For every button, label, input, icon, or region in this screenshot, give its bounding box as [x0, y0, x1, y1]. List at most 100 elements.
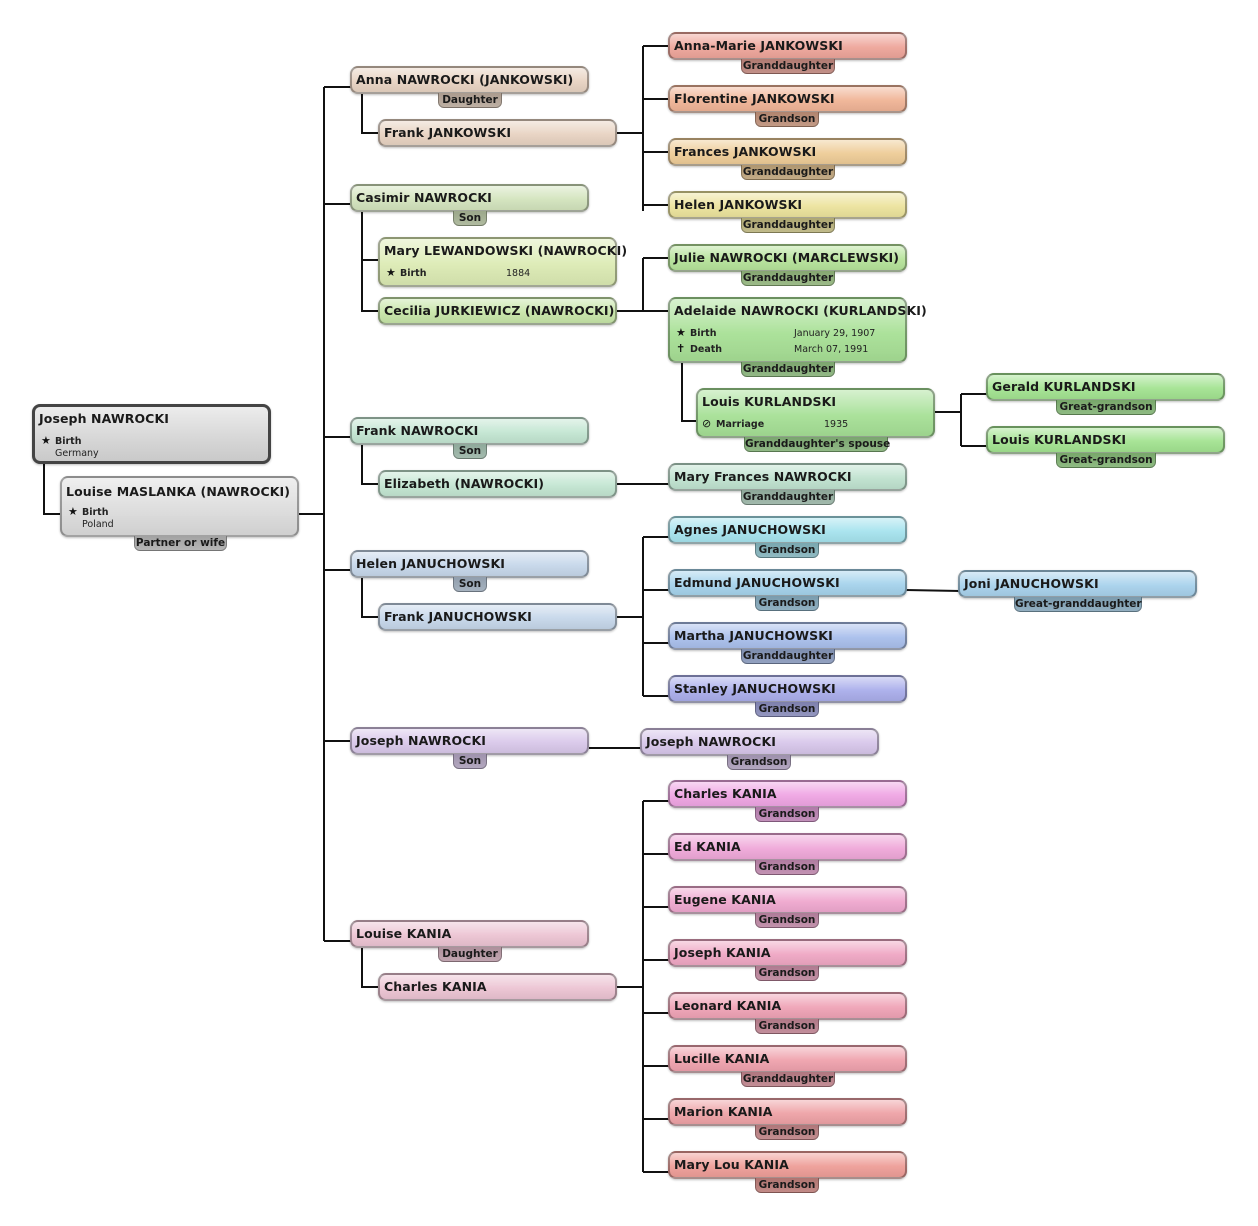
- relation-badge: Son: [453, 577, 487, 592]
- great-grandchild-card[interactable]: Gerald KURLANDSKI: [986, 373, 1225, 401]
- spouse-card[interactable]: Charles KANIA: [378, 973, 617, 1001]
- birth-star-label: Birth: [400, 268, 427, 279]
- spouse-card[interactable]: Frank JANUCHOWSKI: [378, 603, 617, 631]
- relation-badge: Grandson: [755, 112, 819, 127]
- grandchild-card[interactable]: Agnes JANUCHOWSKI: [668, 516, 907, 544]
- fact-label: Birth: [400, 268, 427, 279]
- grandchild-card[interactable]: Mary Frances NAWROCKI: [668, 463, 907, 491]
- person-name: Leonard KANIA: [674, 998, 782, 1013]
- great-grandchild-card[interactable]: Louis KURLANDSKI: [986, 426, 1225, 454]
- person-name: Ed KANIA: [674, 839, 741, 854]
- person-name: Mary Lou KANIA: [674, 1157, 789, 1172]
- grandchild-card[interactable]: Florentine JANKOWSKI: [668, 85, 907, 113]
- spouse-card[interactable]: Elizabeth (NAWROCKI): [378, 470, 617, 498]
- marriage-rings-label: Marriage: [716, 419, 765, 430]
- fact-value: 1884: [506, 268, 531, 279]
- person-name: Edmund JANUCHOWSKI: [674, 575, 840, 590]
- grandchild-card[interactable]: Joseph KANIA: [668, 939, 907, 967]
- person-name: Joseph NAWROCKI: [646, 734, 776, 749]
- spouse-card[interactable]: Cecilia JURKIEWICZ (NAWROCKI): [378, 297, 617, 325]
- person-name: Agnes JANUCHOWSKI: [674, 522, 826, 537]
- connector-line: [361, 576, 380, 618]
- person-name: Mary Frances NAWROCKI: [674, 469, 852, 484]
- person-name: Joseph NAWROCKI: [356, 733, 486, 748]
- person-name: Martha JANUCHOWSKI: [674, 628, 833, 643]
- person-name: Elizabeth (NAWROCKI): [384, 476, 545, 491]
- relation-badge: Granddaughter: [741, 218, 835, 233]
- birth-star-icon: ★: [676, 326, 686, 339]
- fact-value: Poland: [82, 519, 114, 530]
- relation-badge: Daughter: [438, 93, 502, 108]
- grandchild-card[interactable]: Helen JANKOWSKI: [668, 191, 907, 219]
- relation-badge: Grandson: [755, 1125, 819, 1140]
- person-name: Mary LEWANDOWSKI (NAWROCKI): [384, 243, 628, 258]
- person-name: Anna-Marie JANKOWSKI: [674, 38, 843, 53]
- child-card[interactable]: Louise KANIA: [350, 920, 589, 948]
- relation-badge: Granddaughter: [741, 490, 835, 505]
- relation-badge: Granddaughter: [741, 1072, 835, 1087]
- child-card[interactable]: Casimir NAWROCKI: [350, 184, 589, 212]
- relation-badge: Grandson: [755, 702, 819, 717]
- relation-badge: Grandson: [755, 596, 819, 611]
- connector-line: [681, 362, 698, 422]
- grandchild-card[interactable]: Martha JANUCHOWSKI: [668, 622, 907, 650]
- grandchild-card[interactable]: Leonard KANIA: [668, 992, 907, 1020]
- grandchild-card[interactable]: Lucille KANIA: [668, 1045, 907, 1073]
- birth-star-icon: ★: [41, 434, 51, 447]
- person-name: Lucille KANIA: [674, 1051, 770, 1066]
- grandchild-card[interactable]: Eugene KANIA: [668, 886, 907, 914]
- connector-line: [361, 946, 380, 988]
- person-name: Frank NAWROCKI: [356, 423, 479, 438]
- birth-star-label: Birth: [82, 507, 109, 518]
- person-name: Louise MASLANKA (NAWROCKI): [66, 484, 291, 499]
- grandchild-card[interactable]: Anna-Marie JANKOWSKI: [668, 32, 907, 60]
- person-name: Cecilia JURKIEWICZ (NAWROCKI): [384, 303, 615, 318]
- grandchild-card[interactable]: Marion KANIA: [668, 1098, 907, 1126]
- grandchild-card[interactable]: Charles KANIA: [668, 780, 907, 808]
- person-name: Eugene KANIA: [674, 892, 776, 907]
- child-card[interactable]: Anna NAWROCKI (JANKOWSKI): [350, 66, 589, 94]
- fact-label: Birth: [690, 328, 717, 339]
- person-name: Charles KANIA: [384, 979, 487, 994]
- great-grandchild-card[interactable]: Joni JANUCHOWSKI: [958, 570, 1197, 598]
- fact-label: Death: [690, 344, 722, 355]
- grandchild-card[interactable]: Mary Lou KANIA: [668, 1151, 907, 1179]
- person-name: Florentine JANKOWSKI: [674, 91, 835, 106]
- death-cross-icon: ✝: [676, 342, 686, 355]
- fact-value: March 07, 1991: [794, 344, 869, 355]
- relation-badge: Grandson: [755, 807, 819, 822]
- relation-badge: Grandson: [727, 755, 791, 770]
- grandchild-card[interactable]: Frances JANKOWSKI: [668, 138, 907, 166]
- child-card[interactable]: Helen JANUCHOWSKI: [350, 550, 589, 578]
- connector-line: [361, 442, 380, 485]
- grandchild-card[interactable]: Stanley JANUCHOWSKI: [668, 675, 907, 703]
- relation-badge: Granddaughter: [741, 165, 835, 180]
- fact-value: Germany: [55, 448, 99, 459]
- connector-line: [361, 210, 380, 312]
- person-name: Casimir NAWROCKI: [356, 190, 492, 205]
- relation-badge: Grandson: [755, 966, 819, 981]
- fact-label: Birth: [55, 436, 82, 447]
- child-card[interactable]: Frank NAWROCKI: [350, 417, 589, 445]
- child-card[interactable]: Joseph NAWROCKI: [350, 727, 589, 755]
- spouse-card[interactable]: Frank JANKOWSKI: [378, 119, 617, 147]
- relation-badge: Grandson: [755, 860, 819, 875]
- grandchild-card[interactable]: Edmund JANUCHOWSKI: [668, 569, 907, 597]
- grandchild-card[interactable]: Joseph NAWROCKI: [640, 728, 879, 756]
- grandchild-card[interactable]: Julie NAWROCKI (MARCLEWSKI): [668, 244, 907, 272]
- relation-badge: Daughter: [438, 947, 502, 962]
- grandchild-card[interactable]: Ed KANIA: [668, 833, 907, 861]
- person-name: Helen JANUCHOWSKI: [356, 556, 505, 571]
- birth-star-icon: ★: [68, 505, 78, 518]
- relation-badge: Grandson: [755, 543, 819, 558]
- person-name: Julie NAWROCKI (MARCLEWSKI): [674, 250, 900, 265]
- person-name: Stanley JANUCHOWSKI: [674, 681, 836, 696]
- relation-badge: Granddaughter's spouse: [744, 437, 891, 452]
